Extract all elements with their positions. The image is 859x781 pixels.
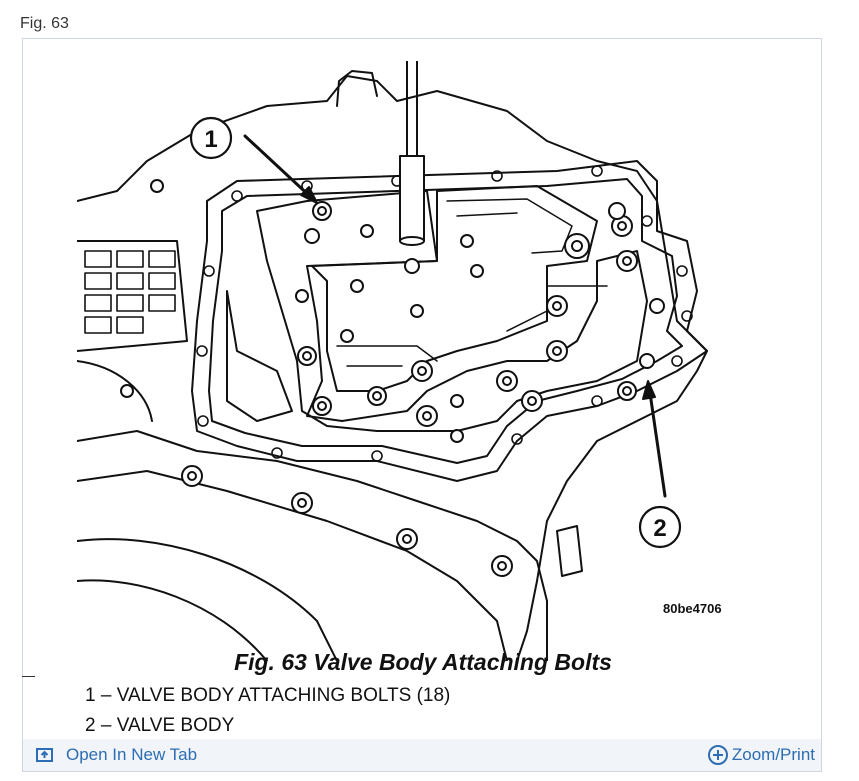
legend-item-1-text: VALVE BODY ATTACHING BOLTS (18) — [116, 685, 451, 706]
open-in-new-tab-label: Open In New Tab — [66, 745, 198, 764]
figure-toolbar: Open In New Tab Zoom/Print — [23, 739, 821, 771]
figure-frame: 1 2 80be4706 Fig. 63 Valve Body Attachin… — [22, 38, 822, 772]
zoom-print-label: Zoom/Print — [731, 745, 815, 764]
callout-2-text: 2 — [653, 515, 666, 542]
open-in-new-tab-icon — [36, 748, 53, 762]
legend-separator: – — [100, 715, 112, 736]
legend-item-2: 2 – VALVE BODY — [85, 715, 234, 737]
zoom-plus-icon — [707, 745, 728, 765]
open-in-new-tab-button[interactable]: Open In New Tab — [35, 745, 197, 765]
legend-item-1-number: 1 — [85, 685, 96, 706]
image-code: 80be4706 — [663, 601, 722, 616]
legend-item-1: 1 – VALVE BODY ATTACHING BOLTS (18) — [85, 685, 450, 707]
figure-caption: Fig. 63 Valve Body Attaching Bolts — [234, 649, 612, 675]
margin-mark — [22, 676, 35, 677]
zoom-print-button[interactable]: Zoom/Print — [707, 744, 815, 766]
figure-label: Fig. 63 — [20, 15, 69, 32]
valve-body-illustration: 1 2 — [77, 61, 708, 661]
legend-separator: – — [100, 685, 112, 706]
legend-item-2-text: VALVE BODY — [116, 715, 235, 736]
callout-1-text: 1 — [204, 126, 217, 153]
legend-item-2-number: 2 — [85, 715, 96, 736]
